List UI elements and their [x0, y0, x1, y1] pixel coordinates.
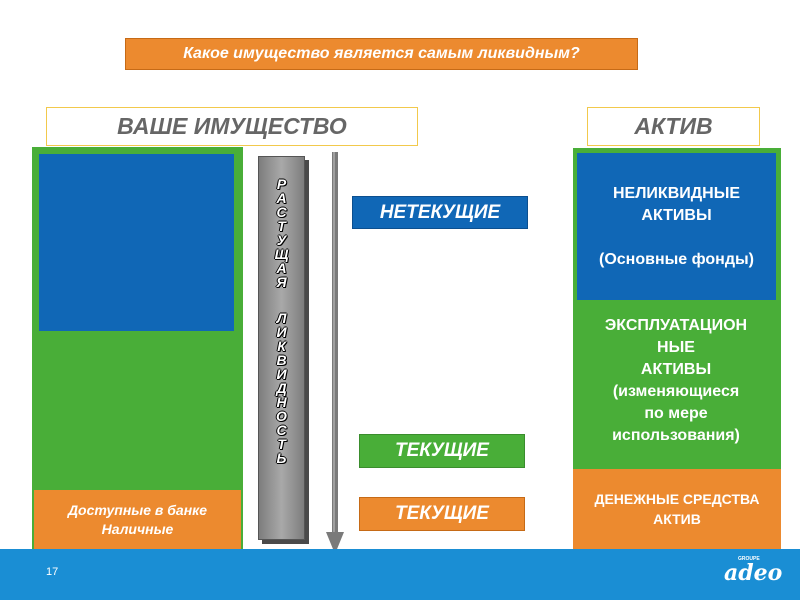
operating-line-4: (изменяющиеся: [612, 383, 740, 400]
header-your-property-text: ВАШЕ ИМУЩЕСТВО: [117, 113, 347, 139]
current-label-green: ТЕКУЩИЕ: [359, 434, 525, 468]
illiquid-line-2: АКТИВЫ: [641, 206, 712, 224]
question-banner: Какое имущество является самым ликвидным…: [125, 38, 638, 70]
adeo-logo: adeo: [724, 560, 783, 586]
operating-line-1: ЭКСПЛУАТАЦИОН: [604, 317, 748, 334]
operating-line-2: НЫЕ: [657, 339, 695, 356]
current-text-orange: ТЕКУЩИЕ: [395, 503, 489, 524]
noncurrent-text: НЕТЕКУЩИЕ: [379, 201, 501, 223]
bank-label: Доступные в банке: [67, 501, 208, 518]
operating-line-6: использования): [612, 427, 740, 444]
header-your-property: ВАШЕ ИМУЩЕСТВО: [46, 107, 418, 146]
liquidity-vertical-text: Л И К В И Д Н О С Т Ь: [276, 310, 287, 466]
illiquid-line-3: (Основные фонды): [599, 250, 754, 268]
header-assets-text: АКТИВ: [634, 113, 713, 139]
operating-line-5: по мере: [644, 405, 708, 422]
current-text-green: ТЕКУЩИЕ: [395, 440, 489, 461]
illiquid-line-1: НЕЛИКВИДНЫЕ: [612, 184, 741, 202]
page-number: 17: [46, 566, 59, 578]
left-blue-block: [36, 151, 237, 334]
cash-assets-block: ДЕНЕЖНЫЕ СРЕДСТВА АКТИВ: [573, 469, 781, 549]
cash-assets-line-1: ДЕНЕЖНЫЕ СРЕДСТВА: [594, 491, 760, 507]
header-assets: АКТИВ: [587, 107, 760, 146]
noncurrent-label: НЕТЕКУЩИЕ: [352, 196, 528, 229]
illiquid-assets-block: НЕЛИКВИДНЫЕ АКТИВЫ (Основные фонды): [573, 149, 780, 304]
current-label-orange: ТЕКУЩИЕ: [359, 497, 525, 531]
downward-arrow-icon: [326, 152, 344, 554]
cash-assets-line-2: АКТИВ: [653, 511, 701, 527]
growing-vertical-text: Р А С Т У Щ А Я: [274, 176, 289, 290]
left-orange-block: Доступные в банке Наличные: [34, 490, 241, 549]
logo-group-text: GROUPE: [738, 556, 760, 562]
operating-assets-text: ЭКСПЛУАТАЦИОН НЫЕ АКТИВЫ (изменяющиеся п…: [578, 306, 774, 456]
footer-bar: [0, 549, 800, 600]
question-text: Какое имущество является самым ликвидным…: [183, 45, 580, 62]
operating-line-3: АКТИВЫ: [640, 361, 712, 378]
liquidity-bar: Р А С Т У Щ А Я Л И К В И Д Н О С Т Ь: [258, 156, 305, 540]
cash-label: Наличные: [101, 520, 174, 537]
